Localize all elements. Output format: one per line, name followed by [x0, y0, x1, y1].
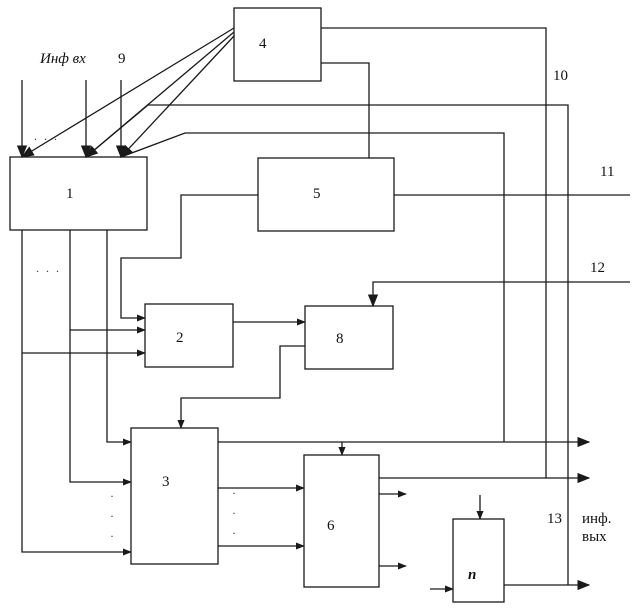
- block-1-label: 1: [66, 186, 74, 202]
- input-info-label: Инф вх: [39, 51, 86, 67]
- block-5-label: 5: [313, 186, 321, 202]
- b4-to-b1-c: [121, 36, 234, 157]
- block-4-label: 4: [259, 36, 267, 52]
- line-12-to-b8: [373, 282, 630, 306]
- b1-to-b3-mid: [70, 230, 131, 482]
- block-5: [258, 158, 394, 231]
- b4-to-b1-a: [22, 28, 234, 157]
- block-n-label: n: [468, 567, 476, 583]
- block3-vdots-b: ·: [110, 509, 116, 523]
- input-ellipsis: . . .: [34, 129, 59, 143]
- b4-to-b5: [321, 63, 369, 158]
- block-2: [145, 304, 233, 367]
- ref-12: 12: [590, 260, 605, 276]
- block-2-label: 2: [176, 330, 184, 346]
- bus-10: [321, 28, 589, 478]
- ref-11: 11: [600, 164, 614, 180]
- block3-out-dots-c: ·: [232, 526, 238, 540]
- block-3: [131, 428, 218, 564]
- block-4: [234, 8, 321, 81]
- output-info-line2: вых: [582, 529, 607, 545]
- output-info-line1: инф.: [582, 511, 612, 527]
- block-6-label: 6: [327, 518, 335, 534]
- block-n: [453, 519, 504, 602]
- block3-out-dots-b: ·: [232, 506, 238, 520]
- block-8: [305, 306, 393, 369]
- block3-vdots-a: ·: [110, 489, 116, 503]
- ref-9: 9: [118, 51, 126, 67]
- block3-vdots-c: ·: [110, 529, 116, 543]
- output-ellipsis: . . .: [36, 261, 61, 275]
- block-8-label: 8: [336, 331, 344, 347]
- b1-to-b3-bottom: [22, 230, 131, 552]
- block-1: [10, 157, 147, 230]
- block-3-label: 3: [162, 474, 170, 490]
- ref-10: 10: [553, 68, 568, 84]
- block-6: [304, 455, 379, 587]
- ref-13: 13: [547, 511, 562, 527]
- b1-to-b3-top: [107, 230, 131, 442]
